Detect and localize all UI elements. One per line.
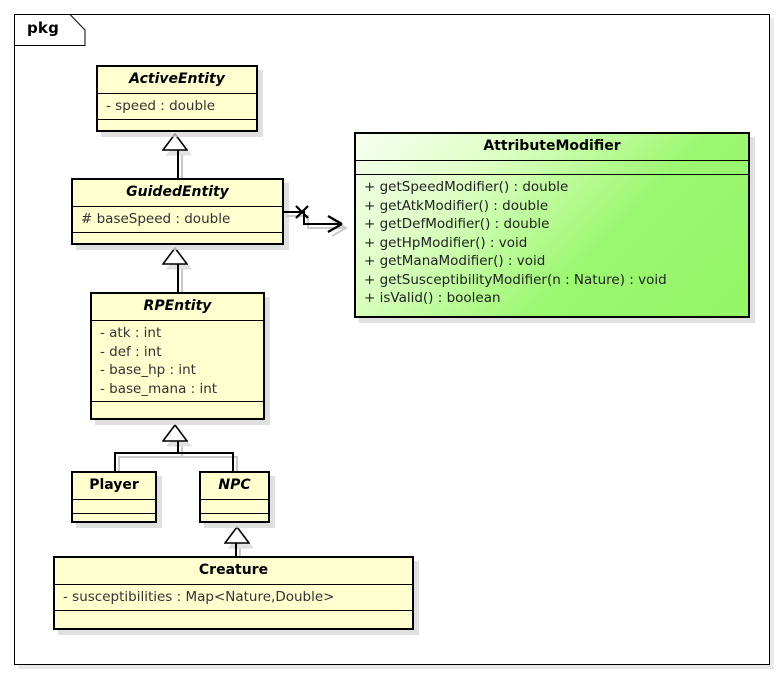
class-operation: + getManaModifier() : void	[364, 253, 546, 269]
class-attributes-player	[73, 500, 155, 513]
class-attribute: # baseSpeed : double	[81, 211, 231, 227]
class-operation: + getSpeedModifier() : double	[364, 179, 569, 195]
class-attributes-npc	[201, 500, 268, 513]
class-operation: + isValid() : boolean	[364, 290, 501, 306]
class-attributes-creature: - susceptibilities : Map<Nature,Double>	[55, 585, 412, 610]
class-separator	[98, 93, 256, 94]
class-operations-rp-entity	[92, 402, 263, 415]
class-attributes-guided-entity: # baseSpeed : double	[73, 207, 282, 232]
generalization-line-player-drop	[114, 452, 116, 471]
generalization-line-rp-guided	[177, 260, 179, 296]
class-operation: + getAtkModifier() : double	[364, 197, 549, 214]
class-attribute: - base_hp : int	[100, 362, 196, 378]
generalization-line-shadow-rp-guided	[181, 264, 183, 296]
class-operations-attribute-modifier: + getSpeedModifier() : double + getAtkMo…	[356, 175, 748, 311]
class-separator	[201, 499, 268, 500]
class-attribute: - atk : int	[100, 325, 162, 341]
class-title-player: Player	[89, 477, 139, 493]
class-separator	[356, 160, 748, 161]
class-separator	[73, 499, 155, 500]
class-box-active-entity[interactable]: ActiveEntity - speed : double	[96, 65, 258, 132]
generalization-line-shadow-rp-children-riser	[181, 443, 183, 457]
dependency-guided-attributemodifier	[282, 205, 349, 237]
class-box-guided-entity[interactable]: GuidedEntity # baseSpeed : double	[71, 178, 284, 245]
class-attributes-rp-entity: - atk : int - def : int - base_hp : int …	[92, 321, 263, 401]
package-label: pkg	[27, 19, 60, 37]
class-separator	[92, 401, 263, 402]
class-operation: + getDefModifier() : double	[364, 216, 550, 232]
generalization-line-shadow-guided-active	[181, 150, 183, 182]
class-operations-guided-entity	[73, 233, 282, 246]
generalization-arrow-creature-npc	[223, 525, 251, 548]
class-separator	[201, 513, 268, 514]
class-title-npc: NPC	[218, 477, 251, 493]
class-separator	[92, 320, 263, 321]
class-operations-player	[73, 514, 155, 527]
class-attribute: - base_mana : int	[100, 380, 218, 397]
generalization-arrow-rp-children	[161, 423, 189, 446]
class-title-guided-entity: GuidedEntity	[126, 184, 229, 200]
class-attribute: - def : int	[100, 343, 162, 360]
class-operation: + getHpModifier() : void	[364, 234, 528, 251]
class-box-creature[interactable]: Creature - susceptibilities : Map<Nature…	[53, 556, 414, 630]
class-box-player[interactable]: Player	[71, 471, 157, 523]
generalization-line-shadow-rp-children-bar	[118, 456, 238, 458]
class-separator	[73, 513, 155, 514]
generalization-line-npc-drop	[232, 452, 234, 471]
generalization-arrow-rp-guided	[161, 246, 189, 269]
class-title-attribute-modifier: AttributeModifier	[483, 138, 621, 154]
generalization-line-rp-children-bar	[114, 452, 234, 454]
class-separator	[73, 206, 282, 207]
generalization-line-guided-active	[177, 146, 179, 182]
class-separator	[55, 609, 412, 611]
package-tab	[14, 14, 86, 46]
class-box-attribute-modifier[interactable]: AttributeModifier + getSpeedModifier() :…	[354, 132, 750, 318]
class-separator	[55, 584, 412, 585]
generalization-line-creature-npc	[235, 541, 237, 557]
class-operations-npc	[201, 514, 268, 527]
class-operation: + getSusceptibilityModifier(n : Nature) …	[364, 271, 667, 288]
generalization-line-shadow-creature-npc	[239, 545, 241, 559]
class-attributes-active-entity: - speed : double	[98, 94, 256, 119]
class-operations-active-entity	[98, 120, 256, 133]
class-box-rp-entity[interactable]: RPEntity - atk : int - def : int - base_…	[90, 292, 265, 420]
generalization-line-rp-children-riser	[177, 438, 179, 452]
class-box-npc[interactable]: NPC	[199, 471, 270, 523]
class-operations-creature	[55, 611, 412, 624]
generalization-arrow-guided-active	[161, 132, 189, 155]
class-attribute: - speed : double	[106, 98, 216, 114]
class-title-active-entity: ActiveEntity	[129, 71, 225, 87]
class-separator	[356, 174, 748, 175]
class-attributes-attribute-modifier	[356, 161, 748, 174]
class-separator	[73, 231, 282, 233]
class-attribute: - susceptibilities : Map<Nature,Double>	[63, 589, 335, 605]
generalization-line-shadow-npc-drop	[236, 456, 238, 475]
class-title-creature: Creature	[198, 562, 269, 578]
class-separator	[98, 118, 256, 120]
class-title-rp-entity: RPEntity	[143, 298, 212, 314]
generalization-line-shadow-player-drop	[118, 456, 120, 475]
